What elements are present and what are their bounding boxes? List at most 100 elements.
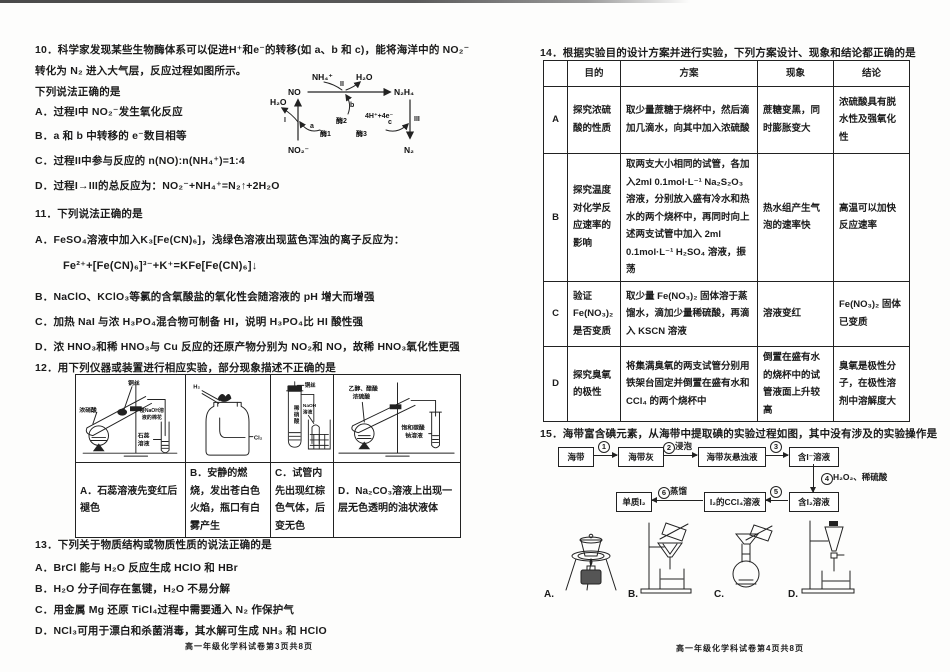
flow-box-kelp-ash: 海带灰	[618, 447, 664, 467]
label-h2: H₂	[193, 384, 200, 390]
q10-nitrogen-cycle-diagram: NH₄⁺ H₂O NO N₂H₄ II H₂O I a b c 酶1 酶2 酶3…	[270, 72, 420, 155]
label-naoh-2: 溶液	[303, 408, 313, 415]
q12-apparatus-table: 浓硝酸 铜丝 浸NaOH溶 液的棉花 石蕊 溶液	[75, 374, 461, 538]
label-a: a	[310, 123, 314, 130]
apparatus-copper-nitric-acid: 浓硝酸 铜丝 浸NaOH溶 液的棉花 石蕊 溶液	[79, 378, 178, 457]
label-naoh-cotton-2: 液的棉花	[142, 414, 162, 421]
label-ethanol-acetic: 乙醇、醋酸	[349, 384, 378, 392]
q12-figure-b: H₂ Cl₂	[185, 374, 271, 463]
q14-stem: 14．根据实验目的设计方案并进行实验，下列方案设计、现象和结论都正确的是	[540, 47, 916, 59]
q13-option-d: D．NCl₃可用于漂白和杀菌消毒，其水解可生成 NH₃ 和 HClO	[35, 625, 327, 637]
q14-row-d-plan: 将集满臭氧的两支试管分别用铁架台固定并倒置在盛有水和 CCl₄ 的两个烧杯中	[620, 345, 758, 423]
label-n2: N₂	[404, 145, 414, 155]
label-dilute-nitric-acid: 稀硝酸	[292, 405, 299, 425]
q14-row-b-purpose: 探究温度对化学反应速率的影响	[567, 153, 621, 282]
step-4-circle: 4	[821, 473, 833, 485]
q14-row-b-phenomenon: 热水组产生气泡的速率快	[757, 153, 834, 282]
q15-option-a-label: A.	[544, 589, 554, 600]
footer-right-page: 高一年级化学科试卷第4页共8页	[676, 644, 804, 653]
q13-option-a: A．BrCl 能与 H₂O 反应生成 HClO 和 HBr	[35, 562, 238, 574]
q14-row-d-conclusion: 臭氧是极性分子，在极性溶剂中溶解度大	[833, 345, 910, 423]
q12-desc-d: D．Na₂CO₃溶液上出现一层无色透明的油状液体	[333, 462, 461, 538]
q14-header-blank	[543, 60, 568, 87]
q12-figure-d: 乙醇、醋酸 浓硫酸 饱和碳酸 钠溶液	[333, 374, 461, 463]
apparatus-volumetric-flask	[732, 524, 773, 588]
q10-option-d: D．过程I→III的总反应为：NO₂⁻+NH₄⁺=N₂↑+2H₂O	[35, 180, 280, 192]
label-litmus-2: 溶液	[138, 439, 150, 447]
label-sat-na2co3-1: 饱和碳酸	[401, 423, 425, 431]
label-sat-na2co3-2: 钠溶液	[405, 431, 423, 439]
scan-top-border	[0, 0, 690, 3]
q14-row-c-conclusion: Fe(NO₃)₂ 固体已变质	[833, 280, 910, 347]
q14-row-b-label: B	[543, 153, 568, 282]
step-6-label: 蒸馏	[670, 486, 688, 496]
q13-option-b: B．H₂O 分子间存在氢键，H₂O 不易分解	[35, 583, 231, 595]
flow-step-5: 5	[770, 485, 782, 498]
flow-arrow-4	[808, 464, 818, 493]
step-5-circle: 5	[770, 486, 782, 498]
q15-stem: 15．海带富含碘元素，从海带中提取碘的实验过程如图，其中没有涉及的实验操作是	[540, 428, 938, 440]
footer-left-page: 高一年级化学科试卷第3页共8页	[185, 642, 313, 651]
apparatus-test-tube-beaker: NaOH 溶液 铜丝	[286, 381, 331, 449]
q14-experiment-table: 目的 方案 现象 结论 A 探究浓硫酸的性质 取少量蔗糖于烧杯中，然后滴加几滴水…	[543, 60, 910, 423]
flow-box-pure-iodine: 单质I₂	[616, 492, 652, 512]
q10-option-b: B．a 和 b 中转移的 e⁻数目相等	[35, 130, 187, 142]
label-enzyme3: 酶3	[356, 129, 367, 138]
q11-stem: 11．下列说法正确的是	[35, 208, 143, 220]
q14-header-plan: 方案	[620, 60, 758, 87]
step-6-circle: 6	[658, 487, 670, 499]
flow-step-3: 3	[770, 440, 782, 453]
q12-desc-b: B．安静的燃烧，发出苍白色火焰，瓶口有白雾产生	[185, 462, 271, 538]
label-conc-nitric-acid: 浓硝酸	[79, 406, 97, 414]
q14-row-d: D 探究臭氧的极性 将集满臭氧的两支试管分别用铁架台固定并倒置在盛有水和 CCl…	[543, 345, 910, 423]
q14-row-a: A 探究浓硫酸的性质 取少量蔗糖于烧杯中，然后滴加几滴水，向其中加入浓硫酸 蔗糖…	[543, 86, 910, 154]
q14-row-b: B 探究温度对化学反应速率的影响 取两支大小相同的试管，各加入2ml 0.1mo…	[543, 153, 910, 282]
q14-row-d-label: D	[543, 345, 568, 423]
q12-figure-c: NaOH 溶液 铜丝 稀硝酸	[270, 374, 334, 463]
label-copper-wire-c: 铜丝	[305, 381, 316, 389]
flow-arrow-5	[765, 495, 788, 505]
label-step2: II	[340, 81, 344, 88]
flow-box-ccl4-solution: I₂的CCl₄溶液	[704, 492, 766, 512]
q14-header-row: 目的 方案 现象 结论	[543, 60, 910, 87]
q14-row-a-plan: 取少量蔗糖于烧杯中，然后滴加几滴水，向其中加入浓硫酸	[620, 86, 758, 154]
step-2-circle: 2	[663, 442, 675, 454]
label-litmus-1: 石蕊	[137, 431, 150, 439]
q15-option-c-label: C.	[714, 589, 724, 600]
q14-row-a-phenomenon: 蔗糖变黑，同时膨胀变大	[757, 86, 834, 154]
label-step3: III	[414, 116, 420, 123]
label-h2o-top: H₂O	[356, 72, 373, 82]
q14-row-c-label: C	[543, 280, 568, 347]
flow-box-suspension: 海带灰悬浊液	[698, 447, 766, 467]
label-no: NO	[288, 87, 301, 97]
flow-box-kelp: 海带	[558, 447, 594, 467]
q12-desc-a: A．石蕊溶液先变红后褪色	[75, 462, 186, 538]
step-3-circle: 3	[770, 441, 782, 453]
label-copper-wire: 铜丝	[128, 378, 140, 386]
label-nh4: NH₄⁺	[312, 72, 333, 82]
flow-arrow-1	[594, 450, 618, 460]
q11-option-d: D．浓 HNO₃和稀 HNO₃与 Cu 反应的还原产物分别为 NO₂和 NO，故…	[35, 341, 460, 353]
q11-ionic-equation: Fe²⁺+[Fe(CN)₆]³⁻+K⁺=KFe[Fe(CN)₆]↓	[63, 260, 258, 272]
label-c: c	[388, 119, 392, 126]
q14-row-d-purpose: 探究臭氧的极性	[567, 345, 621, 423]
q14-header-purpose: 目的	[567, 60, 621, 87]
q12-description-row: A．石蕊溶液先变红后褪色 B．安静的燃烧，发出苍白色火焰，瓶口有白雾产生 C．试…	[75, 462, 461, 538]
q10-stem-line2: 转化为 N₂ 进入大气层，反应过程如图所示。	[35, 65, 247, 77]
apparatus-crucible-heating	[565, 533, 617, 591]
q12-figure-a: 浓硝酸 铜丝 浸NaOH溶 液的棉花 石蕊 溶液	[75, 374, 186, 463]
label-enzyme2: 酶2	[336, 116, 347, 125]
apparatus-ester-preparation: 乙醇、醋酸 浓硫酸 饱和碳酸 钠溶液	[338, 381, 455, 457]
step-1-circle: 1	[598, 441, 610, 453]
q15-option-d-label: D.	[788, 589, 798, 600]
q11-option-c: C．加热 NaI 与浓 H₃PO₄混合物可制备 HI，说明 H₃PO₄比 HI …	[35, 316, 364, 328]
q14-row-a-conclusion: 浓硫酸具有脱水性及强氧化性	[833, 86, 910, 154]
q10-option-c: C．过程II中参与反应的 n(NO):n(NH₄⁺)=1:4	[35, 155, 245, 167]
label-naoh-1: NaOH	[303, 403, 317, 409]
q14-header-phenomenon: 现象	[757, 60, 834, 87]
flow-arrow-2	[664, 450, 698, 460]
